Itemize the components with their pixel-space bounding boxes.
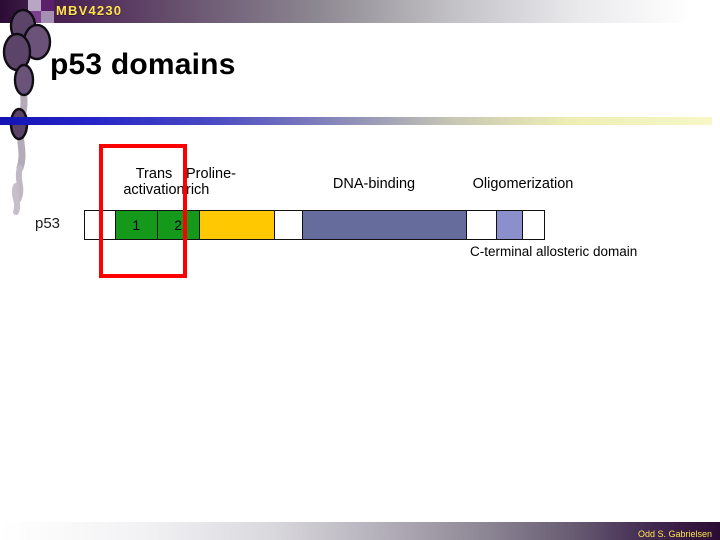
- header-square-decoration: [41, 11, 54, 23]
- grape-cluster-decoration: [2, 8, 52, 215]
- domain-label-dna-binding: DNA-binding: [332, 176, 416, 192]
- domain-label-transactivation: Trans activation: [123, 166, 185, 198]
- header-square-decoration: [41, 0, 54, 11]
- protein-segment-proline-rich: [198, 211, 275, 239]
- protein-name-label: p53: [35, 215, 61, 232]
- c-terminal-annotation-label: C-terminal allosteric domain: [470, 244, 638, 259]
- header-square-decoration: [28, 0, 41, 11]
- protein-segment-transactivation-2: 2: [156, 211, 199, 239]
- segment-label: 2: [174, 217, 182, 233]
- protein-segment-c-terminal-spacer: [522, 211, 544, 239]
- segment-label: 1: [132, 217, 141, 233]
- protein-segment-transactivation-1: 1: [114, 211, 157, 239]
- protein-segment-linker-spacer: [274, 211, 303, 239]
- domain-label-oligomerization: Oligomerization: [472, 176, 574, 192]
- protein-segment-dna-binding: [302, 211, 467, 239]
- slide-header-bar: MBV4230: [0, 0, 720, 23]
- title-divider-line: [0, 117, 712, 125]
- course-code-label: MBV4230: [56, 3, 123, 18]
- protein-segment-post-dna-spacer: [466, 211, 497, 239]
- page-title: p53 domains: [50, 48, 236, 81]
- slide-footer-bar: Odd S. Gabrielsen: [0, 522, 720, 540]
- domain-label-proline-rich: Proline- rich: [186, 166, 236, 198]
- author-label: Odd S. Gabrielsen: [637, 529, 712, 539]
- red-highlight-rectangle: [99, 144, 187, 278]
- protein-segment-oligomerization: [496, 211, 523, 239]
